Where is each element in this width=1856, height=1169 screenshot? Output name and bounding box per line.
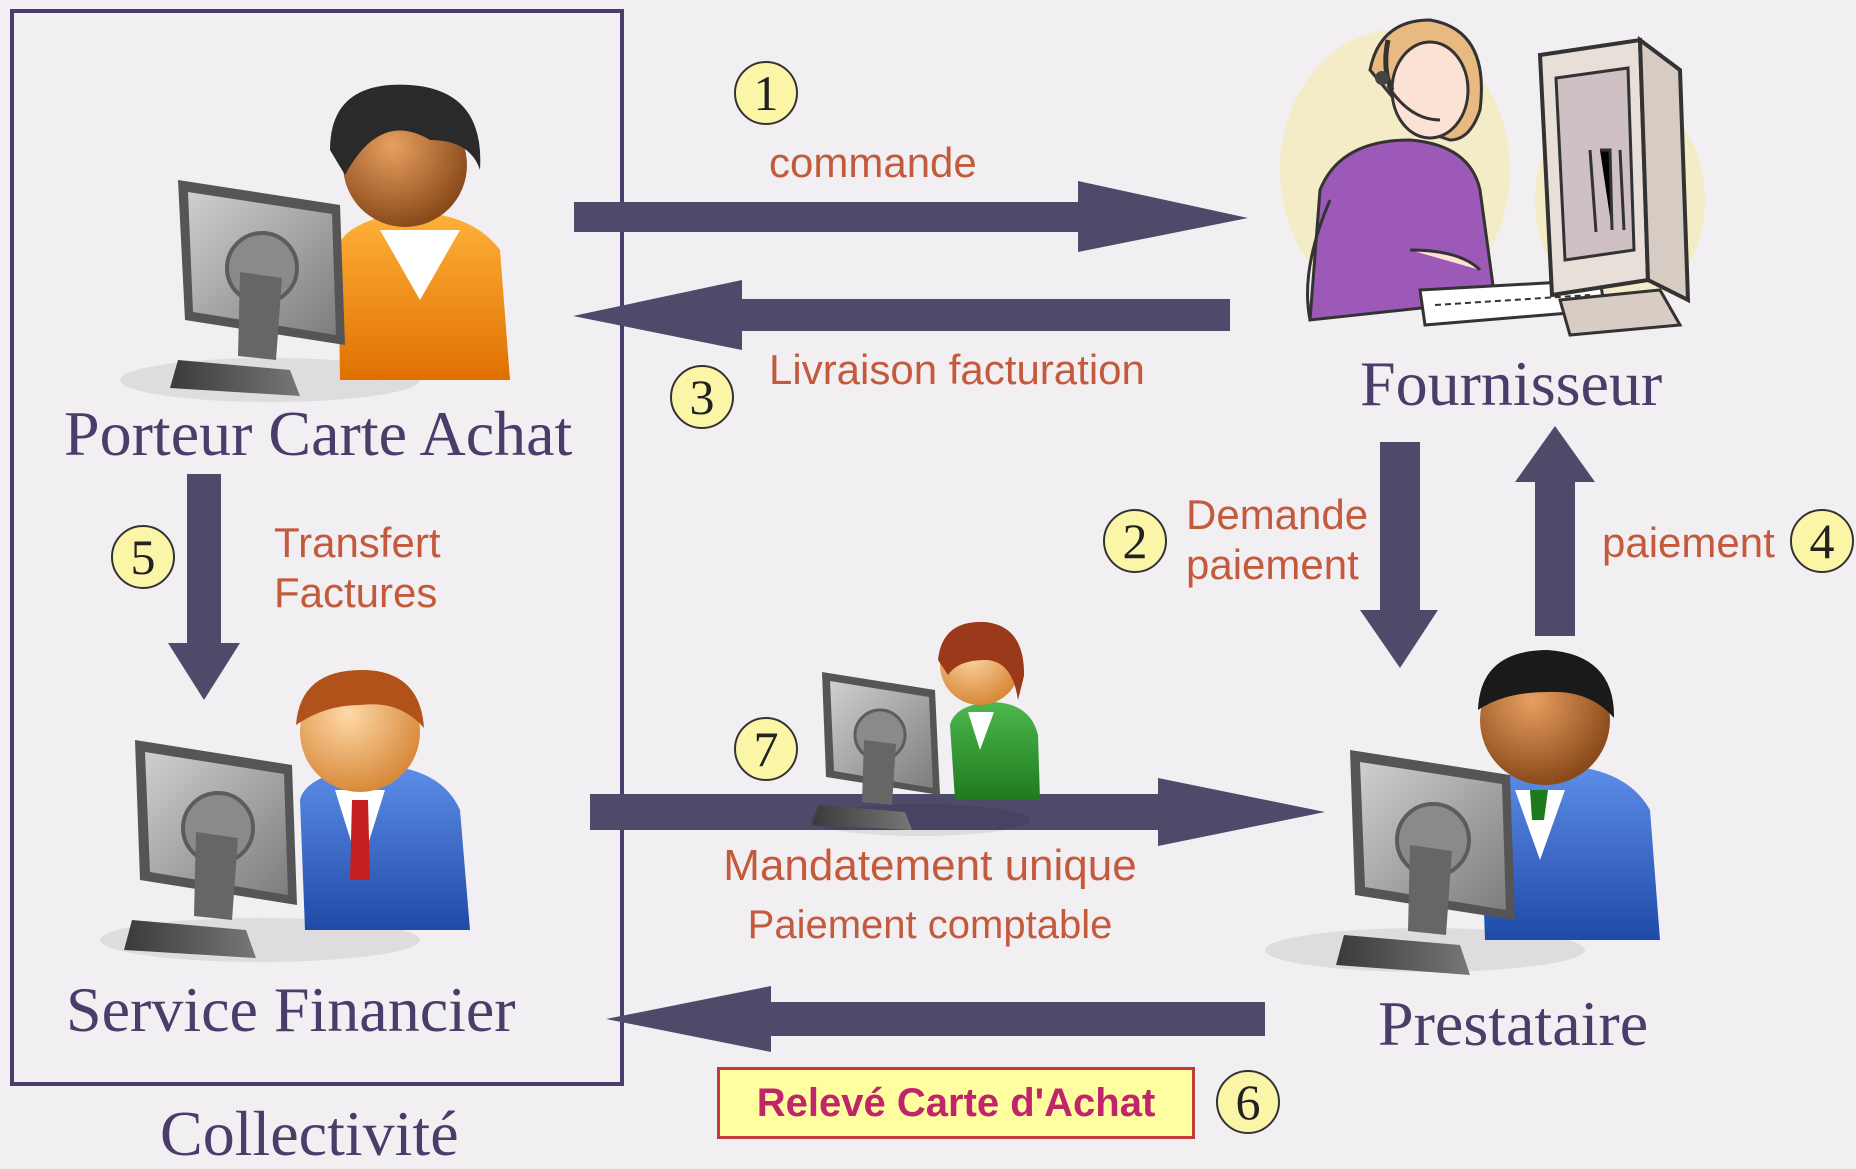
prestataire-label: Prestataire [1378,988,1649,1059]
step3-label: Livraison facturation [769,346,1145,393]
step2-line2: paiement [1186,541,1359,589]
step7-line2: Paiement comptable [747,902,1113,947]
arrow-releve [606,986,1265,1052]
step1-label: commande [769,139,977,186]
step5-label: Transfert Factures [274,518,440,619]
prestataire-figure [1265,650,1660,975]
service-figure [100,670,470,962]
arrow-mandatement [590,778,1325,846]
arrow-livraison [573,280,1230,350]
fournisseur-figure [1280,18,1705,337]
step2-badge: 2 [1103,509,1167,573]
arrow-commande [574,181,1248,252]
step7-line1: Mandatement unique [723,841,1137,890]
step1-badge: 1 [734,61,798,125]
service-label: Service Financier [66,974,516,1045]
step4-label: paiement [1602,519,1775,566]
collectivite-frame [10,9,624,1086]
arrow-paiement [1515,426,1595,636]
step7-label: Mandatement unique Paiement comptable [700,840,1160,949]
porteur-label: Porteur Carte Achat [64,398,573,469]
step7-badge: 7 [734,717,798,781]
arrow-demande-paiement [1360,442,1438,668]
step5-badge: 5 [111,525,175,589]
step3-badge: 3 [670,365,734,429]
step6-badge: 6 [1216,1070,1280,1134]
porteur-figure [120,84,510,402]
step5-line2: Factures [274,569,438,617]
step6-label: Relevé Carte d'Achat [756,1080,1156,1125]
arrows [168,181,1595,1052]
step2-line1: Demande [1186,491,1369,538]
releve-carte-achat-box: Relevé Carte d'Achat [717,1067,1195,1139]
fournisseur-label: Fournisseur [1360,348,1663,419]
mandatement-figure [810,621,1040,836]
step4-badge: 4 [1790,509,1854,573]
collectivite-label: Collectivité [160,1098,459,1169]
step2-label: Demande paiement [1186,490,1368,591]
arrow-transfert [168,474,240,700]
step5-line1: Transfert [274,519,441,566]
